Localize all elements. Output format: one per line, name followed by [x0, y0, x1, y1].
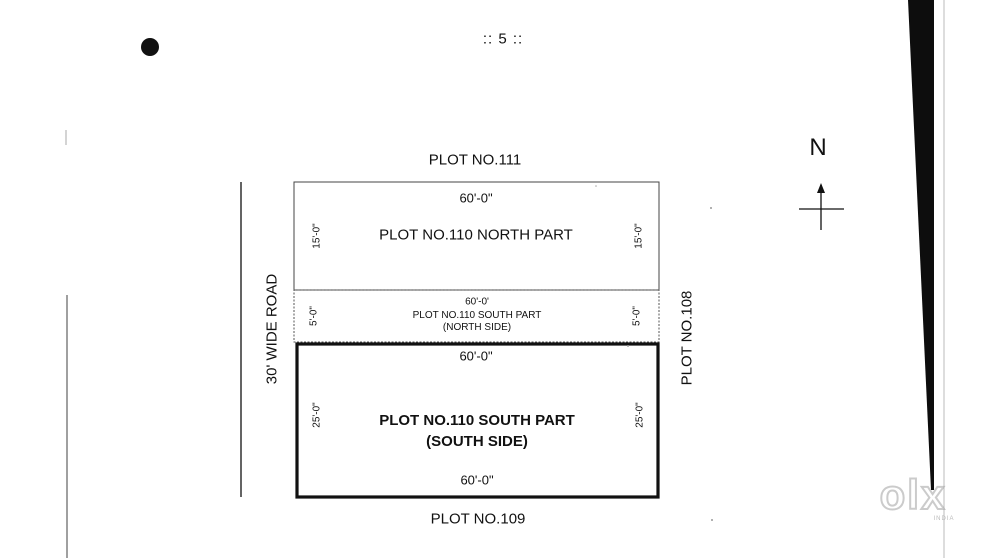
boundary-right-label: PLOT NO.108 [678, 290, 696, 386]
south-part-title-line1: PLOT NO.110 SOUTH PART [379, 412, 575, 429]
middle-part-right-dim: 5'-0" [631, 306, 643, 326]
boundary-bottom-label: PLOT NO.109 [430, 510, 526, 528]
scan-edge-shadow [908, 0, 934, 490]
speck [710, 207, 712, 209]
north-part-right-dim: 15'-0" [633, 223, 645, 249]
north-part-left-dim: 15'-0" [311, 223, 323, 249]
middle-part-box [293, 289, 660, 343]
middle-part-width: 60'-0' [465, 296, 489, 308]
middle-part-title: PLOT NO.110 SOUTH PART (NORTH SIDE) [413, 310, 542, 334]
south-part-top-width: 60'-0" [459, 348, 493, 364]
compass-arrow-icon [817, 183, 825, 193]
boundary-left-label: 30' WIDE ROAD [263, 273, 281, 385]
south-part-title-line2: (SOUTH SIDE) [426, 433, 528, 450]
south-part-bottom-width: 60'-0" [460, 472, 494, 488]
middle-part-title-line1: PLOT NO.110 SOUTH PART [412, 310, 542, 321]
north-part-width: 60'-0" [459, 190, 493, 206]
south-part-right-dim: 25'-0" [634, 402, 646, 428]
north-part-title: PLOT NO.110 NORTH PART [379, 226, 573, 244]
south-part-box [295, 342, 660, 499]
speck [711, 519, 713, 521]
punch-hole-dot [141, 38, 159, 56]
south-part-left-dim: 25'-0" [311, 402, 323, 428]
olx-watermark-sub: INDIA [933, 516, 955, 522]
middle-part-title-line2: (NORTH SIDE) [442, 322, 512, 333]
olx-watermark-logo: olx [879, 470, 947, 519]
boundary-top-label: PLOT NO.111 [428, 151, 522, 169]
speck [627, 345, 629, 347]
middle-part-left-dim: 5'-0" [308, 306, 320, 326]
page-number: :: 5 :: [482, 30, 524, 48]
north-label: N [809, 134, 827, 161]
south-part-title: PLOT NO.110 SOUTH PART (SOUTH SIDE) [379, 410, 575, 452]
speck [595, 185, 597, 187]
